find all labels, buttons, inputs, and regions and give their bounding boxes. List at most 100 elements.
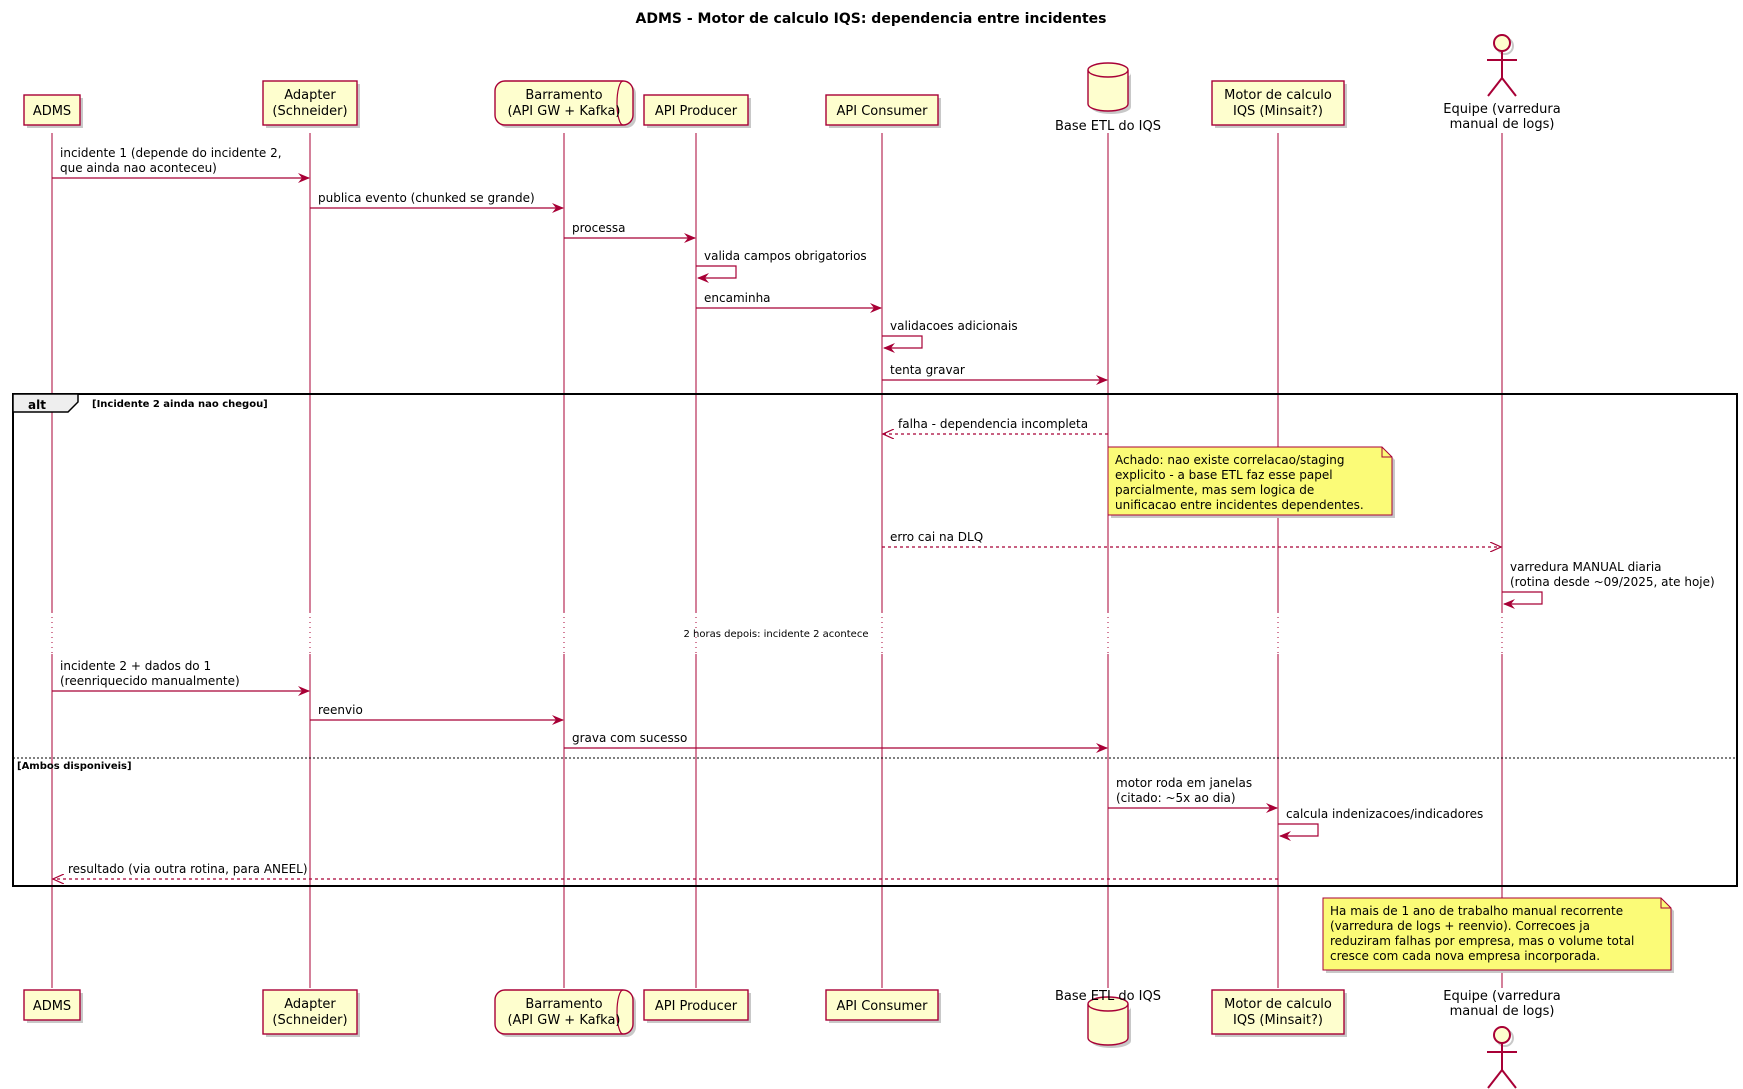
database-icon xyxy=(1087,1004,1129,1046)
participant-label: (API GW + Kafka) xyxy=(507,1013,620,1028)
participant-label: Equipe (varredura xyxy=(1443,102,1560,117)
note-achado: Achado: nao existe correlacao/stagingexp… xyxy=(1107,446,1395,518)
fragment-guard-2: [Ambos disponiveis] xyxy=(17,761,132,772)
message-label: publica evento (chunked se grande) xyxy=(318,191,535,205)
message-12: reenvio xyxy=(310,703,564,725)
participant-box xyxy=(23,989,81,1021)
note-line: explicito - a base ETL faz esse papel xyxy=(1115,468,1333,482)
diagram-title: ADMS - Motor de calculo IQS: dependencia… xyxy=(635,11,1106,27)
message-9: erro cai na DLQ xyxy=(882,530,1501,547)
message-5: encaminha xyxy=(696,291,882,313)
message-label: incidente 2 + dados do 1 xyxy=(60,659,211,673)
message-label: grava com sucesso xyxy=(572,731,687,745)
note-box xyxy=(1322,897,1672,971)
message-label: resultado (via outra rotina, para ANEEL) xyxy=(68,862,308,876)
note-line: unificacao entre incidentes dependentes. xyxy=(1115,498,1364,512)
participant-label: IQS (Minsait?) xyxy=(1233,104,1323,119)
participant-label: Barramento xyxy=(525,88,602,103)
participant-box xyxy=(262,989,358,1035)
database-top xyxy=(1087,62,1129,78)
fragment-tag-box xyxy=(12,393,79,413)
self-arrow xyxy=(1278,823,1319,841)
participant-label: manual de logs) xyxy=(1450,1004,1555,1019)
fragment-tag: alt xyxy=(28,398,46,412)
participant-label: (Schneider) xyxy=(272,104,347,119)
message-8: falha - dependencia incompleta xyxy=(883,417,1108,434)
participant-label: API Producer xyxy=(655,104,738,119)
message-14: motor roda em janelas(citado: ~5x ao dia… xyxy=(1108,776,1278,813)
message-2: publica evento (chunked se grande) xyxy=(310,191,564,213)
note-line: reduziram falhas por empresa, mas o volu… xyxy=(1330,934,1634,948)
message-6: validacoes adicionais xyxy=(882,319,1018,353)
notes: Achado: nao existe correlacao/stagingexp… xyxy=(1107,446,1674,973)
self-arrow xyxy=(882,335,923,353)
participant-label: IQS (Minsait?) xyxy=(1233,1013,1323,1028)
participant-box xyxy=(1211,80,1345,126)
database-icon xyxy=(1087,70,1129,112)
participant-etl-top: Base ETL do IQS xyxy=(1055,62,1161,134)
participant-box xyxy=(262,80,358,126)
participant-label: Equipe (varredura xyxy=(1443,989,1560,1004)
message-4: valida campos obrigatorios xyxy=(696,249,867,283)
message-label: erro cai na DLQ xyxy=(890,530,983,544)
queue-shape xyxy=(494,989,634,1035)
message-label: varredura MANUAL diaria xyxy=(1510,560,1662,574)
participants-bottom: ADMS Adapter(Schneider) Barramento(API GW … xyxy=(23,989,1561,1089)
note-line: Achado: nao existe correlacao/staging xyxy=(1115,453,1344,467)
participant-box xyxy=(825,94,939,126)
note-line: Ha mais de 1 ano de trabalho manual reco… xyxy=(1330,904,1623,918)
messages: incidente 1 (depende do incidente 2,que … xyxy=(52,146,1715,879)
message-11: incidente 2 + dados do 1(reenriquecido m… xyxy=(52,659,310,696)
participant-adms-bottom: ADMS xyxy=(23,989,83,1023)
note-line: cresce com cada nova empresa incorporada… xyxy=(1330,949,1600,963)
message-label: calcula indenizacoes/indicadores xyxy=(1286,807,1483,821)
message-label: motor roda em janelas xyxy=(1116,776,1252,790)
delay-label: 2 horas depois: incidente 2 acontece xyxy=(684,629,869,640)
message-label: falha - dependencia incompleta xyxy=(898,417,1088,431)
note-box xyxy=(1107,446,1393,516)
message-label: processa xyxy=(572,221,625,235)
participant-adapter-bottom: Adapter(Schneider) xyxy=(262,989,360,1037)
participant-label: Base ETL do IQS xyxy=(1055,119,1161,134)
participant-label: (API GW + Kafka) xyxy=(507,104,620,119)
delay-divider: 2 horas depois: incidente 2 acontece xyxy=(40,612,1540,654)
message-15: calcula indenizacoes/indicadores xyxy=(1278,807,1483,841)
participant-etl-bottom: Base ETL do IQS xyxy=(1055,989,1161,1048)
message-label: tenta gravar xyxy=(890,363,965,377)
participant-box xyxy=(825,989,939,1021)
participant-barramento-top: Barramento(API GW + Kafka) xyxy=(494,80,636,128)
participant-box xyxy=(643,989,749,1021)
message-13: grava com sucesso xyxy=(564,731,1108,753)
note-trabalho-manual: Ha mais de 1 ano de trabalho manual reco… xyxy=(1322,897,1674,973)
message-label: valida campos obrigatorios xyxy=(704,249,867,263)
participant-label: Barramento xyxy=(525,997,602,1012)
message-label: validacoes adicionais xyxy=(890,319,1018,333)
participant-box xyxy=(1211,989,1345,1035)
message-3: processa xyxy=(564,221,696,243)
participant-consumer-top: API Consumer xyxy=(825,94,941,128)
participant-adms-top: ADMS xyxy=(23,94,83,128)
participant-label: Adapter xyxy=(284,88,336,103)
participant-barramento-bottom: Barramento(API GW + Kafka) xyxy=(494,989,636,1037)
message-1: incidente 1 (depende do incidente 2,que … xyxy=(52,146,310,183)
participant-label: ADMS xyxy=(33,999,71,1014)
message-label: encaminha xyxy=(704,291,771,305)
alt-fragment: alt [Incidente 2 ainda nao chegou] [Ambos … xyxy=(12,393,1738,887)
fragment-guard-1: [Incidente 2 ainda nao chegou] xyxy=(92,399,268,410)
message-label: que ainda nao aconteceu) xyxy=(60,161,217,175)
participant-label: API Consumer xyxy=(837,999,929,1014)
lifelines xyxy=(51,133,1503,988)
note-line: parcialmente, mas sem logica de xyxy=(1115,483,1314,497)
participant-label: API Consumer xyxy=(837,104,929,119)
participant-label: Motor de calculo xyxy=(1224,997,1332,1012)
participant-label: Motor de calculo xyxy=(1224,88,1332,103)
note-line: (varredura de logs + reenvio). Correcoes… xyxy=(1330,919,1590,933)
message-label: reenvio xyxy=(318,703,363,717)
self-arrow xyxy=(696,265,737,283)
message-label: (rotina desde ~09/2025, ate hoje) xyxy=(1510,575,1715,589)
message-7: tenta gravar xyxy=(882,363,1108,385)
database-top xyxy=(1087,996,1129,1012)
